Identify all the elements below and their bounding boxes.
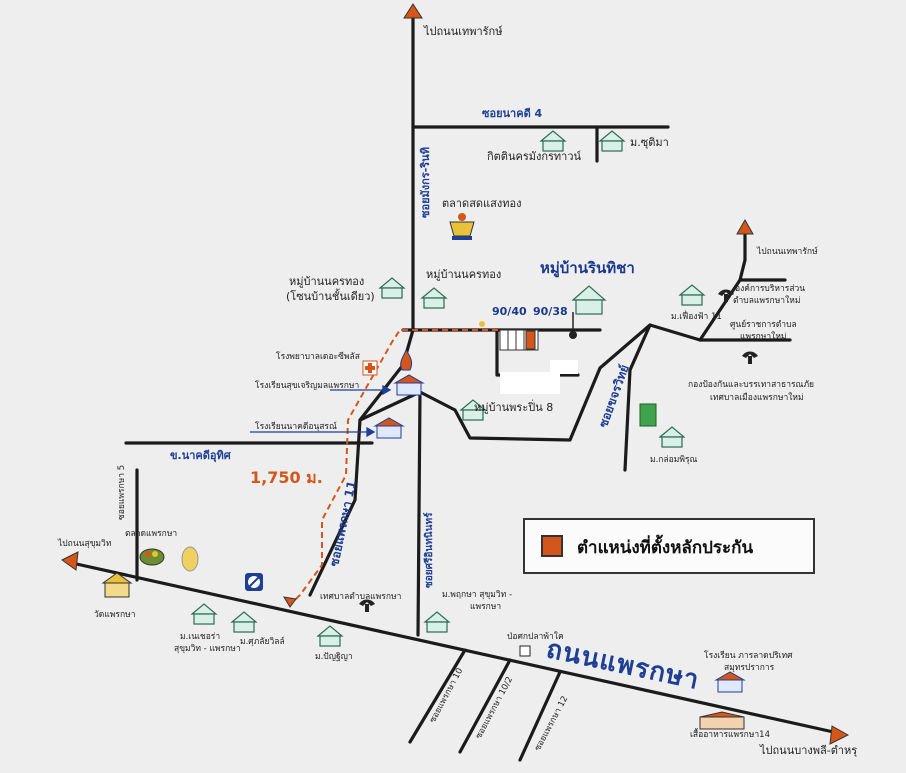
road-sri-inthanin	[416, 390, 422, 637]
blank-patch	[500, 372, 560, 394]
road-soi-phraeksa-12	[518, 670, 562, 762]
label-school-rat-1: โรงเรียน ภารลาดปริเทศ	[704, 651, 793, 661]
basket-icon	[139, 548, 165, 566]
label-m-banyatha: ม.ปัญฐิญา	[315, 652, 353, 662]
arrows	[61, 3, 850, 745]
house-icon	[658, 426, 686, 448]
house-icon	[316, 625, 344, 647]
flame-icon	[400, 348, 413, 371]
emblem-icon	[742, 351, 758, 364]
house-icon	[190, 603, 218, 625]
house-icon	[678, 284, 706, 306]
label-wat-phraeksa: วัดแพรกษา	[94, 610, 136, 620]
label-moo-phraepin-8: หมู่บ้านพระปิ่น 8	[474, 401, 554, 414]
house-icon	[378, 277, 406, 299]
house-icon	[459, 399, 487, 421]
road-soi-phraeksa-10	[408, 648, 467, 744]
label-obt-1: องค์การบริหารส่วน	[735, 284, 806, 294]
label-m-nesha-2: สุขุมวิท - แพรกษา	[174, 644, 241, 654]
angel-icon	[181, 546, 199, 572]
label-north-right: ไปถนนเทพารักษ์	[757, 247, 818, 257]
label-thesaban: เทศบาลตำบลแพรกษา	[320, 592, 402, 602]
label-plot-a: 90/40	[492, 305, 527, 318]
legend-label: ตำแหน่งที่ตั้งหลักประกัน	[577, 538, 754, 558]
label-distance: 1,750 ม.	[250, 468, 323, 487]
house-icons	[190, 130, 706, 647]
road-soi-phraeksa-10-2	[458, 658, 512, 754]
label-obt-2: ตำบลแพรกษาใหม่	[733, 296, 801, 306]
road-north-main	[308, 16, 415, 597]
label-center-1: ศูนย์ราชการตำบล	[730, 320, 797, 330]
label-nakhadi-uthit: ข.นาคดีอุทิศ	[170, 449, 231, 462]
label-m-phruksa-1: ม.พฤกษา สุขุมวิท -	[442, 590, 513, 600]
collateral-building	[479, 312, 577, 351]
label-m-phruksa-2: แพรกษา	[470, 602, 502, 612]
label-moo-rinthicha: หมู่บ้านรินทิชา	[540, 259, 635, 277]
label-m-suthima: ม.ซุติมา	[630, 136, 669, 149]
route-dashed	[289, 329, 498, 606]
label-moo-nakhon-thong-1b: (โซนบ้านชั้นเดียว)	[286, 290, 375, 303]
label-talat-phraeksa: ตลาดแพรกษา	[125, 529, 178, 539]
label-m-nesha-1: ม.เนเชอร่า	[180, 632, 221, 642]
label-east: ไปถนนบางพลี-ตำหรุ	[760, 744, 858, 757]
label-west: ไปถนนสุขุมวิท	[58, 539, 112, 549]
map-legend: ตำแหน่งที่ตั้งหลักประกัน	[523, 518, 815, 574]
emblem-icon	[718, 289, 734, 302]
label-post-office: ป่อศกปลาพ้าใค	[507, 632, 564, 642]
blank-patch-2	[550, 360, 578, 374]
label-school-rat-2: สมุทรปราการ	[724, 663, 775, 673]
house-icon	[539, 130, 567, 152]
arrow-north-right	[736, 218, 754, 235]
label-moo-nakhon-thong-2: หมู่บ้านนครทอง	[426, 268, 502, 281]
bank-logo-icon	[245, 573, 263, 591]
label-soi-mangkorn: ซอยมังกร-รินทิ	[419, 147, 432, 218]
label-center-2: แพรกษาใหม่	[740, 332, 787, 342]
house-icon	[571, 285, 607, 315]
school-icon	[373, 417, 405, 439]
label-school-suksaroenmon: โรงเรียนสุขเจริญมลแพรกษา	[255, 381, 360, 391]
pointer-arrows	[250, 384, 392, 438]
label-disaster-1: กองป้องกันและบรรเทาสาธารณภัย	[688, 380, 815, 390]
market-icon	[449, 213, 475, 240]
road-network	[70, 16, 840, 762]
label-kittinakorn: กิตตินครมังกรทาวน์	[487, 150, 582, 163]
school-icon	[714, 671, 746, 693]
park-marker	[639, 403, 657, 427]
label-plot-b: 90/38	[533, 305, 568, 318]
arrow-west	[61, 551, 79, 571]
school-icon	[393, 374, 425, 396]
label-food-shop: เสื้ออาหารแพรกษา14	[690, 730, 771, 740]
arrow-north	[403, 3, 423, 19]
label-school-nakhadi: โรงเรียนนาคดีอนุสรณ์	[255, 422, 337, 432]
legend-swatch	[541, 535, 563, 557]
label-soi-phraeksa-5: ซอยแพรกษา 5	[117, 464, 127, 520]
road-thanon-phraeksa	[70, 561, 840, 735]
emblem-icon	[359, 599, 375, 612]
label-m-fueangfa: ม.เฟื่องฟ้า 11	[671, 312, 722, 322]
hospital-icon	[362, 360, 378, 376]
house-icon	[420, 287, 448, 309]
house-icon	[598, 130, 626, 152]
house-icon	[230, 611, 258, 633]
school-icons	[373, 374, 746, 693]
post-office-marker	[519, 645, 531, 657]
label-talat-sang-thong: ตลาดสดแสงทอง	[442, 197, 522, 210]
arrow-route-end	[283, 596, 297, 608]
label-hospital: โรงพยาบาลเดอะซีพลัส	[276, 352, 360, 362]
road-khrorawit	[623, 323, 652, 472]
label-soi-sri-inthanin: ซอยศรีอินทนินทร์	[424, 512, 435, 588]
emblem-icons	[359, 289, 758, 612]
label-soi-nakhadi-4: ซอยนาคดี 4	[482, 107, 543, 120]
road-phraepin	[358, 258, 747, 442]
label-m-klomphirun: ม.กล่อมพิรุณ	[650, 455, 698, 465]
house-icon	[423, 611, 451, 633]
label-disaster-2: เทศบาลเมืองแพรกษาใหม่	[710, 393, 804, 403]
label-m-sakchaiwil: ม.ศุภลัยวิลล์	[240, 637, 285, 647]
label-north-top: ไปถนนเทพารักษ์	[424, 25, 503, 38]
label-moo-nakhon-thong-1: หมู่บ้านนครทอง	[289, 275, 365, 288]
temple-icon	[101, 572, 133, 598]
food-shop-icon	[699, 711, 745, 730]
arrow-east	[829, 725, 850, 745]
